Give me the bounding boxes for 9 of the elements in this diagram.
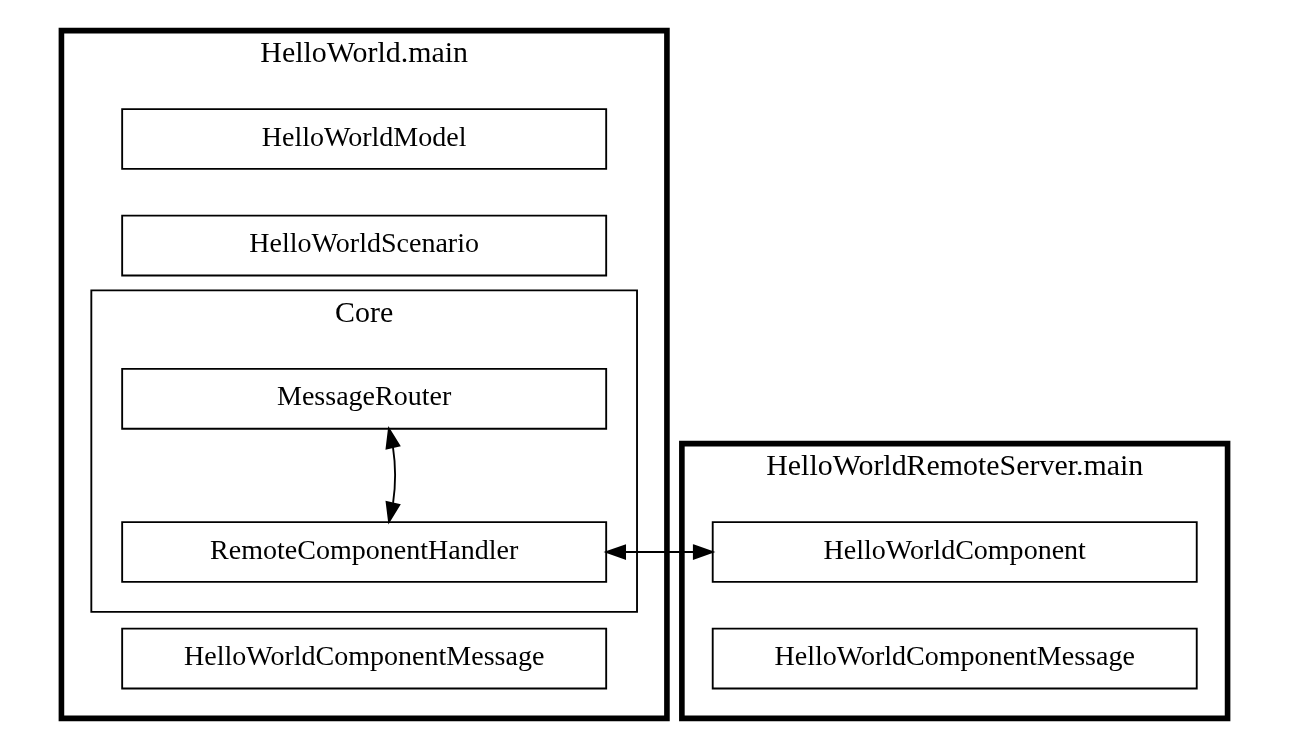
node-box: RemoteComponentHandler [121, 521, 608, 583]
node-box: HelloWorldComponent [711, 521, 1198, 583]
arrow [603, 544, 716, 560]
arrow [385, 426, 401, 525]
node-box: HelloWorldComponentMessage [711, 627, 1198, 690]
node-box: HelloWorldScenario [121, 214, 608, 277]
node-box: HelloWorldComponentMessage [121, 627, 608, 690]
node-box: MessageRouter [121, 367, 608, 430]
node-box: HelloWorldModel [121, 108, 608, 170]
